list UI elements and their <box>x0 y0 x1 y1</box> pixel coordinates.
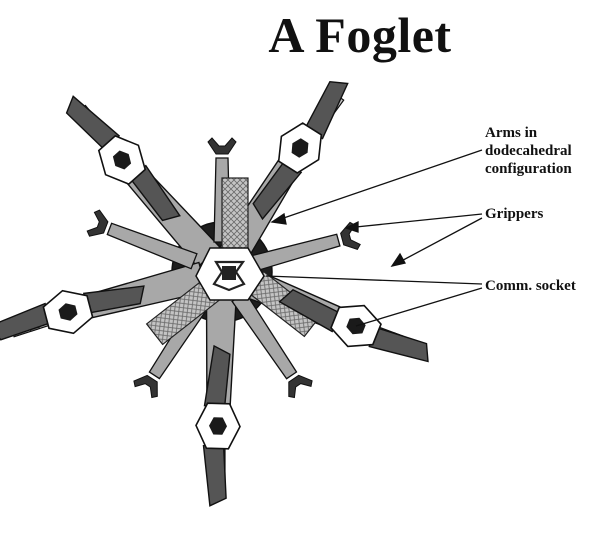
label-comm-socket: Comm. socket <box>485 278 576 294</box>
hub-socket <box>58 303 78 321</box>
claw-gripper-shape <box>86 209 109 237</box>
hub-socket <box>209 417 227 435</box>
hub-5 <box>195 344 241 507</box>
label-grippers: Grippers <box>485 206 544 222</box>
leader-arms <box>271 149 483 223</box>
central-hub <box>195 247 265 301</box>
hub-socket <box>291 138 309 158</box>
claw-gripper-icon <box>207 137 237 155</box>
leader-grippers-2 <box>391 217 483 267</box>
claw-gripper-shape <box>288 374 313 399</box>
label-arms-line-3: configuration <box>485 161 572 177</box>
claw-gripper-icon <box>340 221 361 251</box>
hub-2 <box>252 80 349 221</box>
label-arms-line-2: dodecahedral <box>485 143 572 159</box>
leader-arms-arrowhead <box>270 212 287 225</box>
gripper-arm-2 <box>106 222 198 270</box>
hub-3 <box>0 285 145 341</box>
claw-gripper-shape <box>207 137 237 155</box>
claw-gripper-icon <box>288 374 313 399</box>
leader-lines <box>265 149 483 327</box>
claw-gripper-shape <box>340 221 361 251</box>
label-arms-line-1: Arms in <box>485 125 538 141</box>
label-arms: Arms in dodecahedral configuration <box>485 124 572 178</box>
leader-comm-2 <box>355 287 483 327</box>
claw-gripper-icon <box>133 374 158 399</box>
lattice-plate-top <box>221 177 249 251</box>
leader-grippers-2-arrowhead <box>390 252 406 268</box>
gripper-arm-3 <box>247 233 341 273</box>
diagram-title: A Foglet <box>268 7 452 63</box>
leader-comm-1 <box>265 275 483 285</box>
claw-gripper-shape <box>133 374 158 399</box>
gripper-arms-group <box>86 137 361 399</box>
hub-1 <box>65 95 181 222</box>
leader-grippers-1 <box>345 213 483 229</box>
panel-fin <box>202 443 227 507</box>
claw-gripper-icon <box>86 209 109 237</box>
hub-socket <box>112 150 132 170</box>
square-socket-icon <box>212 260 246 292</box>
hubs-group <box>0 80 429 507</box>
leader-grippers-1-arrowhead <box>344 220 359 233</box>
